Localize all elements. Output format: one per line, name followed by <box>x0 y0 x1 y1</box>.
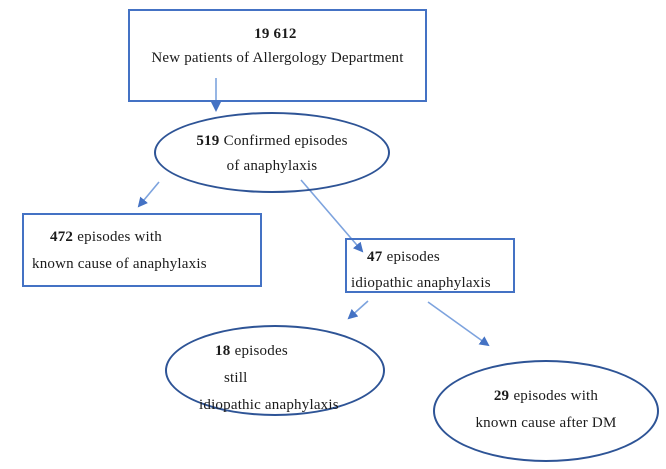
arrow-idiopathic-to-still-idiopathic <box>347 300 369 320</box>
node-new-patients: 19 612 New patients of Allergology Depar… <box>128 9 427 102</box>
new-patients-label: New patients of Allergology Department <box>151 50 404 66</box>
arrow-confirmed-to-known-cause <box>137 181 160 208</box>
confirmed-line2: of anaphylaxis <box>226 158 318 174</box>
still-idiopathic-line2: still <box>224 370 248 386</box>
idiopathic-line2: idiopathic anaphylaxis <box>351 275 491 291</box>
arrow-idiopathic-to-known-after-dm <box>427 301 490 347</box>
known-after-dm-line2: known cause after DM <box>475 415 617 431</box>
still-idiopathic-line3: idiopathic anaphylaxis <box>199 397 339 413</box>
known-cause-line2: known cause of anaphylaxis <box>32 256 207 272</box>
new-patients-count: 19 612 <box>254 26 297 42</box>
